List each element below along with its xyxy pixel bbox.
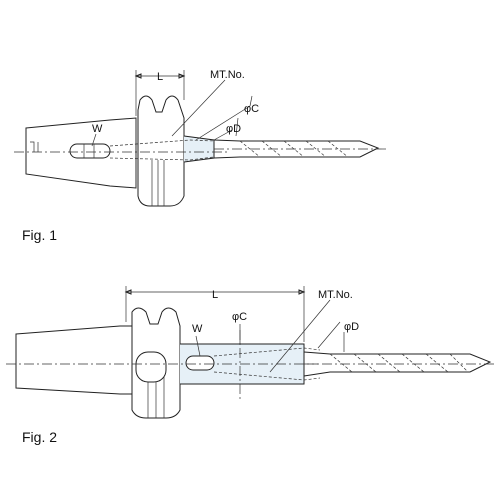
- fig2-slot: [185, 355, 215, 371]
- fig2-mt-label: MT.No.: [318, 289, 353, 301]
- fig1-drill: [213, 139, 388, 159]
- fig1-mt-label: MT.No.: [210, 69, 245, 81]
- figure-1: L MT.No. φC φD W Fig. 1: [14, 69, 388, 243]
- fig1-slot: [69, 143, 111, 159]
- fig1-caption: Fig. 1: [22, 227, 57, 243]
- fig2-taper-shank: [15, 325, 133, 395]
- fig1-dim-c-label: φC: [244, 103, 259, 115]
- fig2-dim-l-label: L: [212, 289, 218, 301]
- fig2-dim-c-label: φC: [232, 311, 247, 323]
- fig2-flange-slot: [135, 351, 167, 383]
- fig1-w-label: W: [92, 123, 103, 135]
- fig2-drill: [303, 351, 496, 377]
- fig2-caption: Fig. 2: [22, 429, 57, 445]
- fig2-w-label: W: [192, 323, 203, 335]
- fig1-dim-d-label: φD: [226, 123, 241, 135]
- fig1-flange: [137, 95, 185, 207]
- fig1-dim-l-label: L: [157, 71, 163, 83]
- figure-2: L MT.No. φC φD W Fig. 2: [6, 286, 496, 445]
- fig2-dim-d-label: φD: [344, 321, 359, 333]
